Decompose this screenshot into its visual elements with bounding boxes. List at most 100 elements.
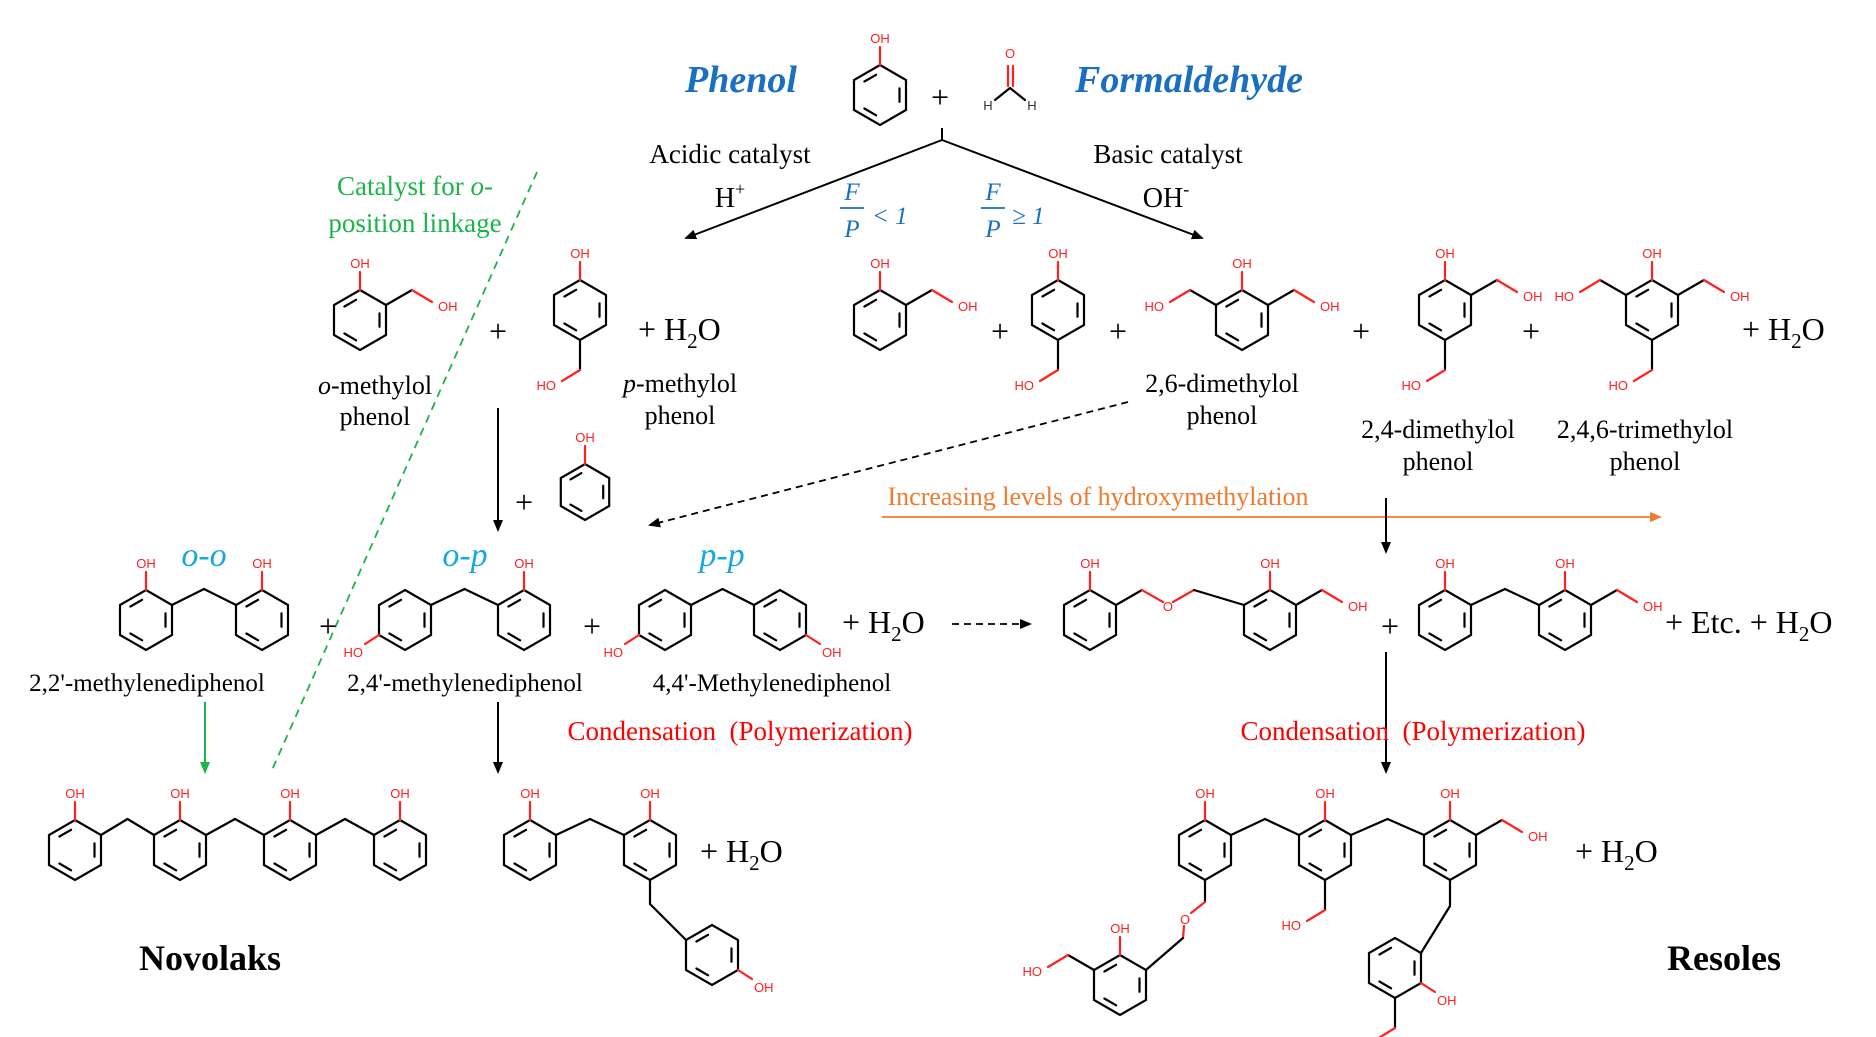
atom-label: HO [1402,378,1422,393]
phenol-title: Phenol [684,59,797,101]
atom-label: OH [1643,599,1663,614]
26-dimethylol-name-1: 2,6-dimethylol [1145,369,1299,398]
benzene-ring [1242,588,1298,652]
24-dimethylol-name-2: phenol [1403,447,1474,476]
phenol-molecule: OH [852,31,908,127]
benzene-ring [637,588,693,652]
benzene-ring [118,588,174,652]
p-methylol-name-2: phenol [645,401,716,430]
atom-label: OH [1348,599,1368,614]
svg-text:≥ 1: ≥ 1 [1012,203,1044,230]
name-22: 2,2'-methylenediphenol [29,670,265,697]
atom-label: OH [438,299,458,314]
base-plus-1: + [991,313,1009,349]
atom-label: H [983,98,992,113]
name-24: 2,4'-methylenediphenol [347,670,583,697]
benzene-ring [1030,278,1086,342]
benzene-ring [377,588,433,652]
atom-label: H [1027,98,1036,113]
benzene-ring [372,818,428,882]
dimer-plus-1: + [319,608,337,644]
catalyst-note-line1: Catalyst for o- [337,171,493,201]
atom-label: OH [520,786,540,801]
atom-label: OH [1440,786,1460,801]
atom-label: HO [1555,289,1575,304]
p-methylol-phenol-molecule: OH HO [537,246,608,393]
svg-text:F: F [984,179,1001,206]
atom-label: OH [822,645,842,660]
base-plus-3: + [1352,313,1370,349]
benzene-ring [1624,278,1680,342]
benzene-ring [1297,818,1353,882]
atom-label: OH [1315,786,1335,801]
resole-plus: + [1381,608,1399,644]
atom-label: OH [136,556,156,571]
base-o-methylol-molecule: OH OH [852,256,978,352]
atom-label: OH [514,556,534,571]
atom-label: OH [570,246,590,261]
atom-label: HO [1282,918,1302,933]
base-arrow [941,139,1204,240]
svg-text:< 1: < 1 [872,203,908,230]
atom-label: O [1180,912,1190,927]
benzene-ring [622,818,678,882]
trimethylol-name-1: 2,4,6-trimethylol [1557,415,1733,444]
header-plus: + [931,79,949,115]
benzene-ring [559,462,611,522]
atom-label: HO [1145,299,1165,314]
name-44: 4,4'-Methylenediphenol [653,670,892,697]
base-water: + H2O [1742,311,1825,353]
p-methylol-name-1: p-methylol [621,369,737,398]
acid-plus-1: + [489,313,507,349]
benzene-ring [1214,288,1270,352]
resoles-title: Resoles [1667,938,1781,978]
atom-label: OH [1435,246,1455,261]
svg-text:F: F [843,179,860,206]
basic-catalyst-label: Basic catalyst [1093,139,1243,169]
label-oo: o-o [181,537,226,574]
resole-network-molecule: OHOHOHOHHOOHHOOOHHO [1023,786,1547,1037]
label-pp: p-p [697,537,744,574]
benzene-ring [852,288,908,352]
atom-label: OH [1523,289,1543,304]
atom-label: OH [870,31,890,46]
dimer-plus-2: + [583,608,601,644]
dimer-water: + H2O [842,604,925,646]
resole-water: + H2O [1575,833,1658,875]
benzene-ring [1417,588,1473,652]
basic-ion: OH- [1143,179,1189,214]
benzene-ring [752,588,808,652]
atom-label: OH [870,256,890,271]
benzene-ring [1367,936,1423,1000]
atom-label: OH [390,786,410,801]
atom-label: HO [1023,964,1043,979]
benzene-ring [1177,818,1233,882]
plus-phenol-sign: + [515,484,533,520]
atom-label: HO [604,645,624,660]
atom-label: OH [1110,921,1130,936]
atom-label: OH [350,256,370,271]
atom-label: OH [1642,246,1662,261]
benzene-ring [1417,278,1473,342]
methylene-bridged-intermediate-molecule: OH OH OH [1417,556,1663,652]
phenol-reagent-molecule: OH [559,430,611,522]
benzene-ring [332,288,388,352]
atom-label: OH [280,786,300,801]
atom-label: OH [1260,556,1280,571]
benzene-ring [262,818,318,882]
condensation-left-label: Condensation (Polymerization) [568,716,913,746]
o-methylol-phenol-molecule: OH OH [332,256,458,352]
atom-label: OH [170,786,190,801]
atom-label: OH [1555,556,1575,571]
atom-label: OH [958,299,978,314]
atom-label: HO [1015,378,1035,393]
base-plus-2: + [1109,313,1127,349]
atom-label: HO [537,378,557,393]
atom-label: OH [1435,556,1455,571]
green-dashed-divider [271,171,538,771]
